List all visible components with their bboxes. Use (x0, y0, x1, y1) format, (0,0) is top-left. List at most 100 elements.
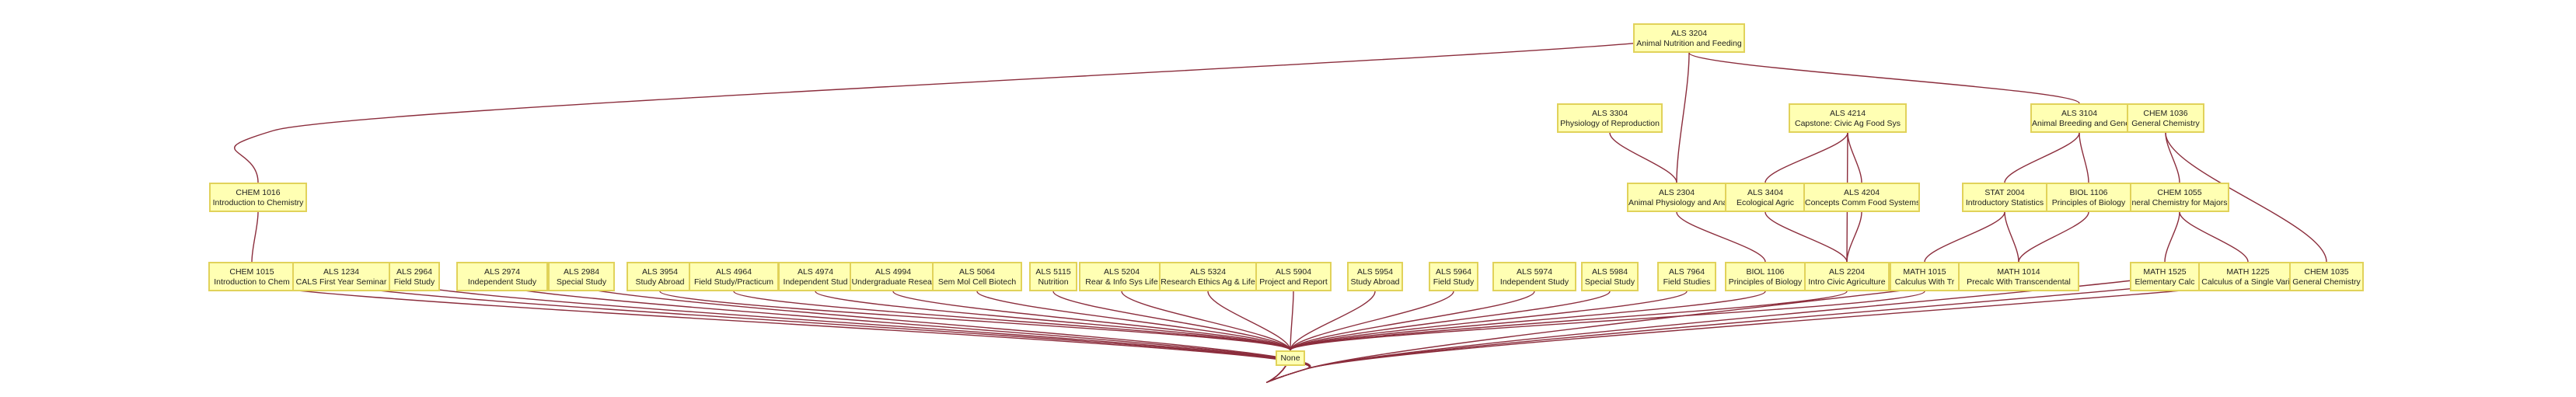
edge-als3954-none (659, 291, 1291, 351)
edge-biol1106b-none (1290, 291, 1766, 351)
edge-als5904-none (1290, 291, 1294, 351)
edge-als2204-none (1290, 291, 1848, 351)
node-none[interactable]: None (1276, 350, 1305, 366)
edge-als3404-als2204 (1764, 211, 1848, 263)
node-code: ALS 1234 (323, 267, 360, 277)
edge-als5064-none (976, 291, 1291, 351)
edge-stat2004-math1014 (2004, 211, 2019, 263)
node-title: Study Abroad (1350, 277, 1400, 287)
edge-als3204-chem1016 (234, 37, 1690, 183)
node-code: MATH 1225 (2226, 267, 2270, 277)
node-code: CHEM 1055 (2157, 188, 2202, 197)
edge-als4994-none (892, 291, 1291, 351)
node-code: ALS 4974 (797, 267, 834, 277)
node-title: Sem Mol Cell Biotech (937, 277, 1017, 287)
node-title: Elementary Calc (2134, 277, 2195, 287)
node-title: Undergraduate Resear (851, 277, 935, 287)
edge-als4214-als4204 (1847, 132, 1862, 183)
node-title: General Chemistry (2131, 119, 2200, 128)
node-code: ALS 5964 (1435, 267, 1472, 277)
edge-chem1055-math1225 (2179, 211, 2249, 263)
edge-als5204-none (1121, 291, 1291, 351)
edge-als5984-none (1290, 291, 1611, 351)
node-code: MATH 1015 (1903, 267, 1946, 277)
node-title: Research Ethics Ag & Life (1161, 277, 1255, 287)
node-title: Independent Stud (783, 277, 848, 287)
edge-als3304-als2304 (1609, 132, 1677, 183)
node-code: ALS 7964 (1668, 267, 1705, 277)
node-code: ALS 3104 (2061, 109, 2098, 118)
edge-als3104-biol1106a (2079, 132, 2089, 183)
node-title: Field Studies (1663, 277, 1711, 287)
edge-als4204-als2204 (1846, 211, 1862, 263)
node-code: ALS 5324 (1189, 267, 1227, 277)
node-title: Animal Breeding and Gene (2032, 119, 2127, 128)
edge-als3204-als2304 (1676, 52, 1690, 183)
edge-math1525-none (1266, 276, 2166, 383)
node-code: ALS 4204 (1843, 188, 1880, 197)
node-title: Precalc With Transcendental (1967, 277, 2071, 287)
node-code: ALS 5904 (1275, 267, 1312, 277)
node-code: ALS 4214 (1829, 109, 1866, 118)
node-code: MATH 1014 (1997, 267, 2040, 277)
node-title: Introduction to Chemistry (212, 198, 304, 207)
edge-als5974-none (1290, 291, 1535, 351)
node-code: ALS 5115 (1035, 267, 1071, 277)
edge-als4974-none (815, 291, 1291, 351)
node-title: Calculus With Tr (1894, 277, 1955, 287)
edge-chem1055-math1525 (2164, 211, 2180, 263)
edge-math1014-none (1266, 276, 2019, 383)
edge-als4964-none (733, 291, 1291, 351)
node-title: Project and Report (1259, 277, 1328, 287)
edge-als3104-stat2004 (2004, 132, 2080, 183)
node-code: ALS 3204 (1670, 29, 1708, 38)
edge-als5115-none (1052, 291, 1291, 351)
node-title: Study Abroad (635, 277, 685, 287)
node-title: General Chemistry (2292, 277, 2361, 287)
node-code: None (1280, 353, 1300, 363)
node-title: Introduction to Chem (214, 277, 290, 287)
edge-math1225-none (1266, 276, 2249, 383)
node-code: BIOL 1106 (2069, 188, 2108, 197)
edge-biol1106a-math1014 (2018, 211, 2089, 263)
